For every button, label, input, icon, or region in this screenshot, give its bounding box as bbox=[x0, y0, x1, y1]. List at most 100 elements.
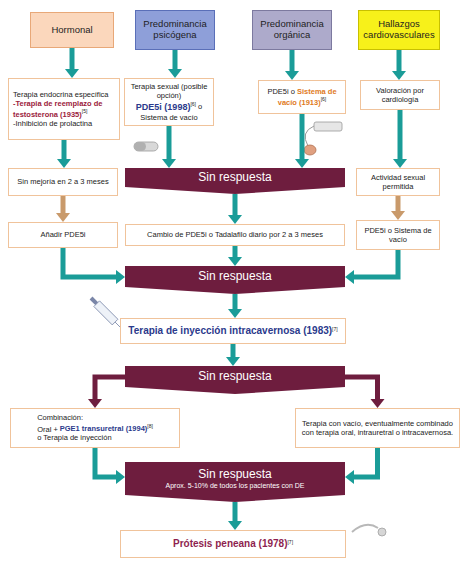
text-block: Cambio de PDE5i o Tadalafilo diario por … bbox=[143, 228, 327, 241]
arrow-shaft bbox=[231, 344, 236, 358]
node-text: -Inhibición de prolactina bbox=[13, 119, 115, 128]
no-response-band: Sin respuesta bbox=[125, 366, 345, 394]
arrow-head bbox=[226, 357, 240, 366]
arrow-head bbox=[162, 159, 176, 168]
category-header: Hallazgos cardiovasculares bbox=[358, 10, 440, 50]
flow-arrow bbox=[345, 377, 385, 408]
arrow-head bbox=[391, 211, 405, 220]
text-block: Terapia sexual (posible opción)PDE5i (19… bbox=[125, 80, 213, 124]
arrow-shaft bbox=[95, 448, 117, 477]
arrow-head bbox=[392, 71, 406, 80]
arrow-shaft bbox=[300, 114, 305, 160]
node-text: -Terapia de reemplazo de testosterona (1… bbox=[13, 99, 102, 119]
flow-arrow bbox=[345, 250, 398, 284]
text-block: Terapia con vacío, eventualmente combina… bbox=[296, 417, 459, 440]
text-block: PDE5i o Sistema de vacío bbox=[357, 224, 439, 247]
node-text: Prótesis peneana (1978) bbox=[173, 538, 288, 549]
arrow-head bbox=[57, 159, 71, 168]
arrow-shaft bbox=[233, 194, 238, 216]
no-response-band: Sin respuesta bbox=[125, 266, 345, 294]
arrow-head bbox=[285, 71, 299, 80]
flow-arrow bbox=[88, 377, 125, 408]
process-box: Sin mejoría en 2 a 3 meses bbox=[8, 168, 118, 196]
arrow-shaft bbox=[233, 246, 238, 258]
text-block: Hallazgos cardiovasculares bbox=[359, 17, 439, 43]
node-text: o Terapia de inyección bbox=[37, 433, 153, 442]
prosthesis-reservoir bbox=[378, 528, 386, 536]
flow-arrow bbox=[63, 248, 125, 284]
arrow-shaft bbox=[70, 48, 75, 70]
reference-number: [8] bbox=[147, 423, 153, 429]
process-box: Prótesis peneana (1978)[7] bbox=[120, 530, 346, 558]
category-header: Hormonal bbox=[30, 12, 114, 48]
node-text: Añadir PDE5i bbox=[40, 230, 85, 239]
node-text: Terapia endocrina específica bbox=[13, 90, 115, 99]
arrow-shaft bbox=[396, 196, 401, 212]
text-block: Sin respuesta bbox=[125, 168, 345, 187]
arrow-head bbox=[168, 69, 182, 78]
flow-arrow bbox=[95, 448, 125, 484]
band-fill bbox=[125, 462, 345, 502]
arrow-shaft bbox=[63, 248, 117, 277]
reference-number: [6] bbox=[190, 101, 196, 107]
node-text: Hallazgos cardiovasculares bbox=[363, 18, 434, 40]
node-text: Actividad sexual permitida bbox=[371, 173, 425, 191]
reference-number: [6] bbox=[321, 96, 327, 102]
text-block: Añadir PDE5i bbox=[36, 228, 89, 241]
arrow-head bbox=[228, 521, 242, 530]
node-text: Cambio de PDE5i o Tadalafilo diario por … bbox=[147, 230, 323, 239]
syringe-barrel bbox=[94, 301, 118, 325]
text-block: Terapia endocrina específica-Terapia de … bbox=[9, 88, 119, 131]
text-block: Terapia de inyección intracavernosa (198… bbox=[124, 323, 341, 340]
arrow-shaft bbox=[398, 110, 403, 160]
reference-number: [7] bbox=[332, 325, 338, 331]
arrow-shaft bbox=[290, 50, 295, 72]
arrow-shaft bbox=[233, 502, 238, 522]
arrow-head bbox=[116, 470, 125, 484]
pump-bulb bbox=[304, 145, 316, 155]
category-header: Predominancia psicógena bbox=[135, 10, 215, 50]
process-box: Actividad sexual permitida bbox=[356, 168, 440, 196]
process-box: Terapia con vacío, eventualmente combina… bbox=[295, 408, 460, 448]
arrow-head bbox=[116, 270, 125, 284]
arrow-head bbox=[345, 270, 354, 284]
node-text: Predominancia orgánica bbox=[260, 18, 323, 40]
pump-tube bbox=[305, 126, 314, 146]
node-text: Terapia con vacío, eventualmente combina… bbox=[302, 419, 453, 437]
node-text: Hormonal bbox=[51, 24, 92, 35]
arrow-head bbox=[295, 159, 309, 168]
arrow-shaft bbox=[62, 140, 67, 160]
arrow-head bbox=[228, 257, 242, 266]
arrow-head bbox=[393, 159, 407, 168]
arrow-shaft bbox=[61, 196, 66, 214]
process-box: Terapia de inyección intracavernosa (198… bbox=[120, 318, 346, 344]
node-text: Sin respuesta bbox=[129, 468, 341, 481]
arrow-head bbox=[371, 399, 385, 408]
flow-arrow bbox=[228, 502, 242, 530]
node-text: Terapia de inyección intracavernosa (198… bbox=[128, 325, 332, 336]
flow-arrow bbox=[228, 246, 242, 266]
text-block: Sin respuesta bbox=[125, 366, 345, 387]
process-box: Añadir PDE5i bbox=[8, 222, 118, 248]
arrow-shaft bbox=[95, 377, 125, 400]
category-header: Predominancia orgánica bbox=[252, 10, 332, 50]
process-box: Valoración por cardiología bbox=[360, 80, 440, 110]
no-response-band: Sin respuesta bbox=[125, 168, 345, 194]
flow-arrow bbox=[295, 114, 309, 168]
arrow-shaft bbox=[353, 250, 398, 277]
node-text: Combinación: bbox=[37, 413, 153, 422]
text-block: Valoración por cardiología bbox=[361, 84, 439, 107]
text-block: Prótesis peneana (1978)[7] bbox=[169, 536, 297, 553]
prosthesis-icon bbox=[352, 525, 386, 536]
text-block: Sin respuestaAprox. 5-10% de todos los p… bbox=[125, 462, 345, 495]
capsule bbox=[134, 142, 158, 151]
arrow-shaft bbox=[173, 50, 178, 70]
arrow-shaft bbox=[397, 50, 402, 72]
flow-arrow bbox=[345, 448, 378, 484]
vacuum-pump-icon bbox=[304, 122, 342, 155]
node-text: PDE5i o Sistema de vacío bbox=[364, 226, 431, 244]
text-block: Actividad sexual permitida bbox=[357, 171, 439, 194]
node-text: PDE5i o bbox=[267, 87, 295, 96]
arrow-head bbox=[228, 309, 242, 318]
process-box: PDE5i oSistema de vacío (1913)[6] bbox=[258, 80, 346, 114]
